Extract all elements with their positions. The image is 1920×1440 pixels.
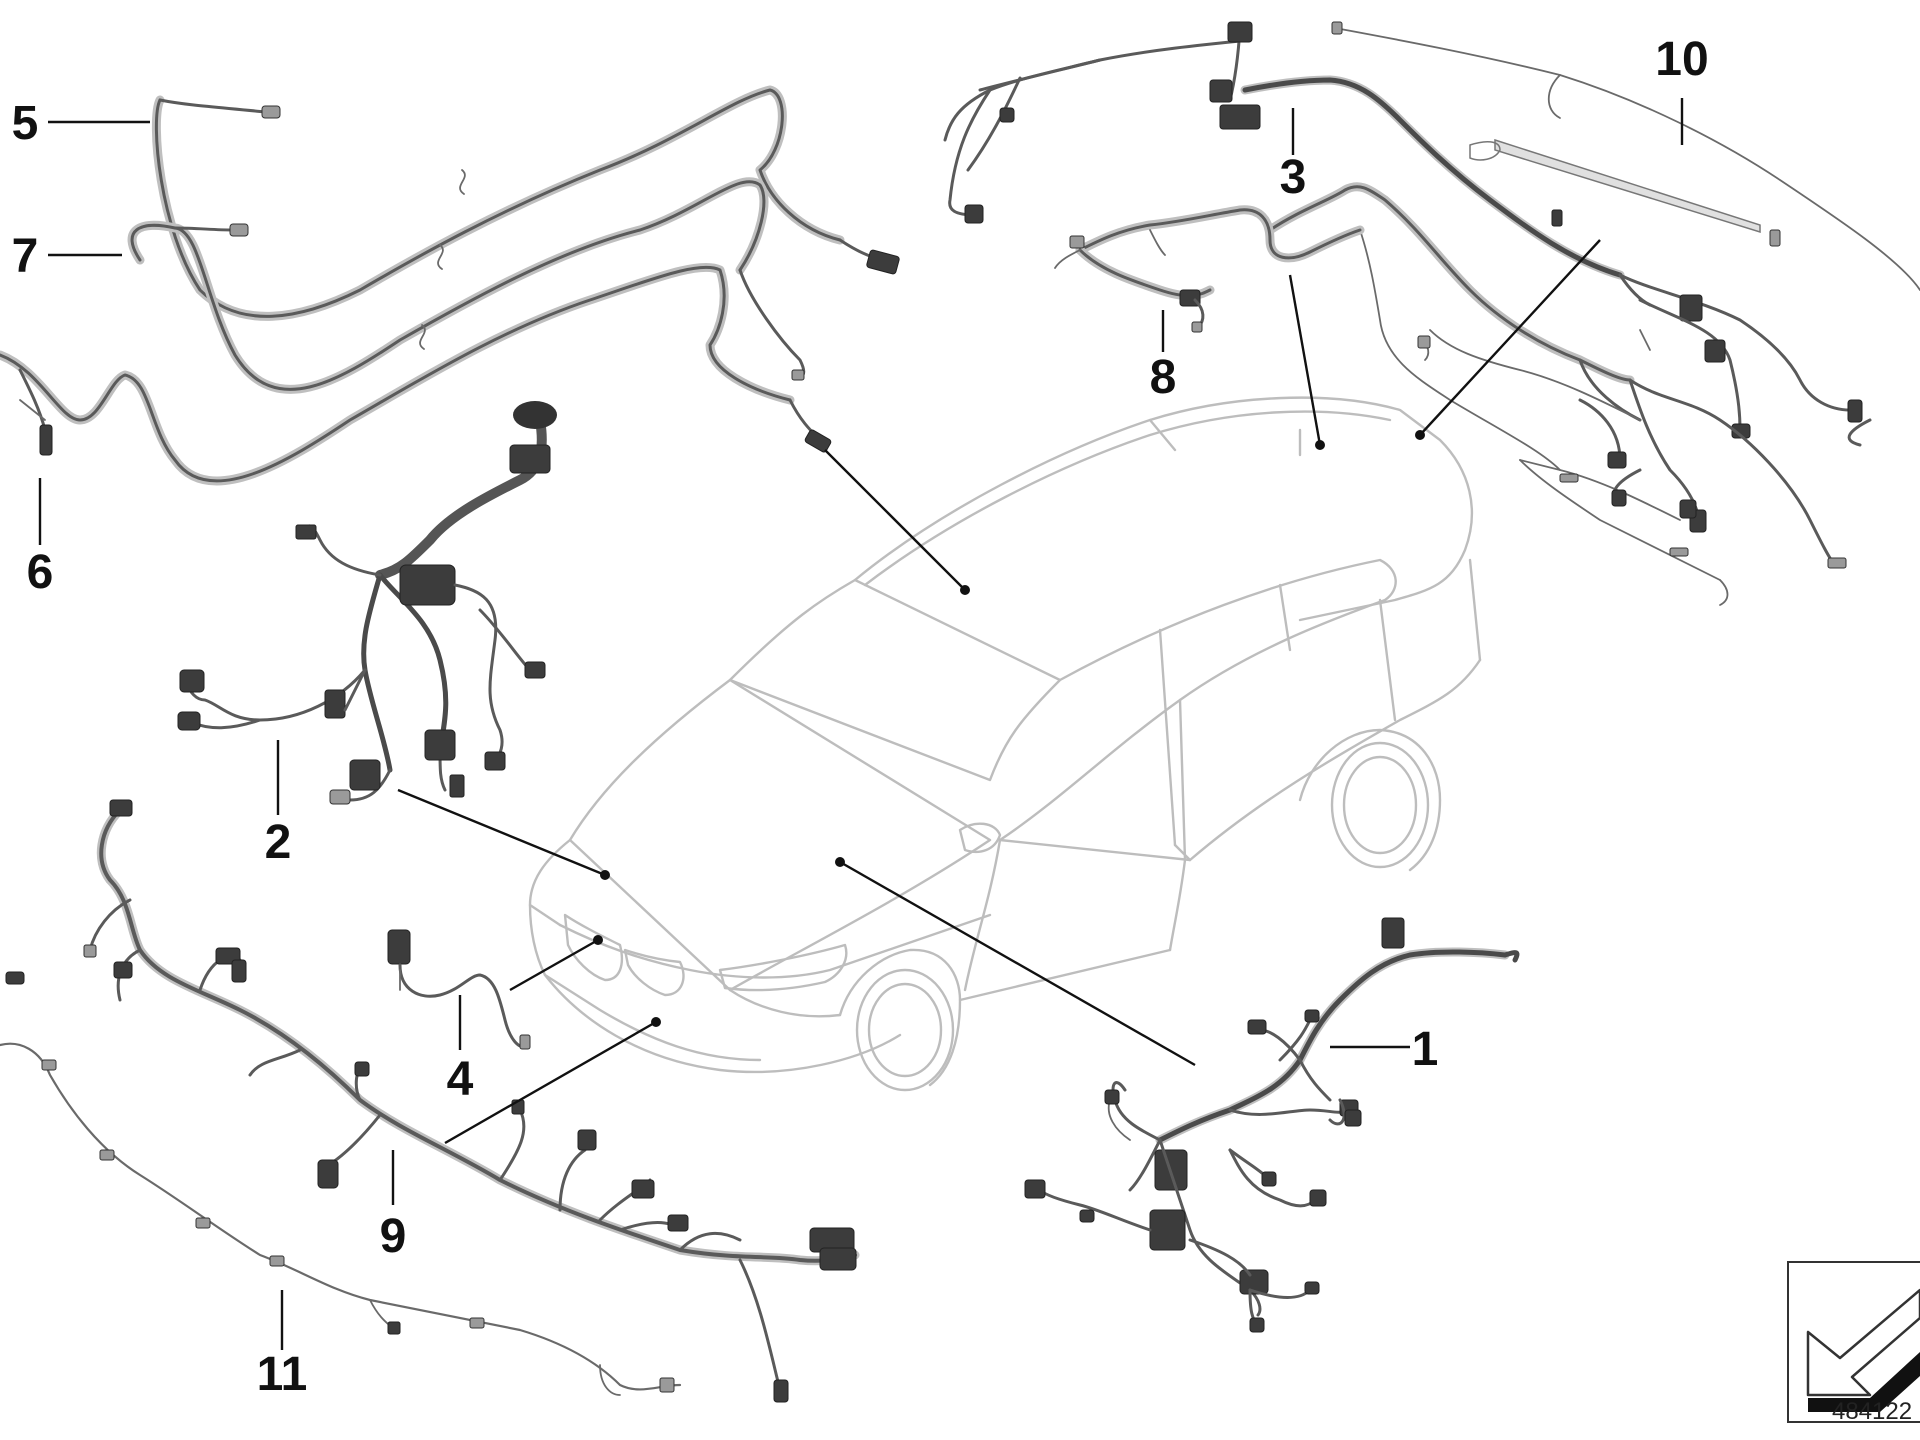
tailgate-harness bbox=[1054, 205, 1365, 333]
bumper-harness bbox=[0, 799, 860, 1403]
callout-10: 10 bbox=[1655, 33, 1709, 86]
callout-5: 5 bbox=[11, 97, 39, 150]
direction-arrow-icon bbox=[1787, 1261, 1920, 1423]
callout-1: 1 bbox=[1411, 1023, 1439, 1076]
rear-harness bbox=[943, 21, 1920, 606]
leader-lines bbox=[38, 98, 1684, 1350]
callout-11: 11 bbox=[256, 1348, 308, 1401]
callout-2: 2 bbox=[264, 816, 292, 869]
callout-9: 9 bbox=[379, 1210, 407, 1263]
vehicle-outline bbox=[528, 396, 1482, 1092]
front-main-harness bbox=[1024, 917, 1520, 1333]
callout-8: 8 bbox=[1149, 351, 1177, 404]
callout-4: 4 bbox=[446, 1053, 474, 1106]
diagram-reference-number: 484122 bbox=[1832, 1398, 1913, 1425]
callout-3: 3 bbox=[1279, 151, 1307, 204]
callout-6: 6 bbox=[26, 546, 54, 599]
engine-harness bbox=[177, 401, 557, 805]
antenna-cable-group bbox=[0, 85, 900, 486]
front-sensor-harness bbox=[387, 929, 531, 1050]
callout-7: 7 bbox=[11, 230, 39, 283]
